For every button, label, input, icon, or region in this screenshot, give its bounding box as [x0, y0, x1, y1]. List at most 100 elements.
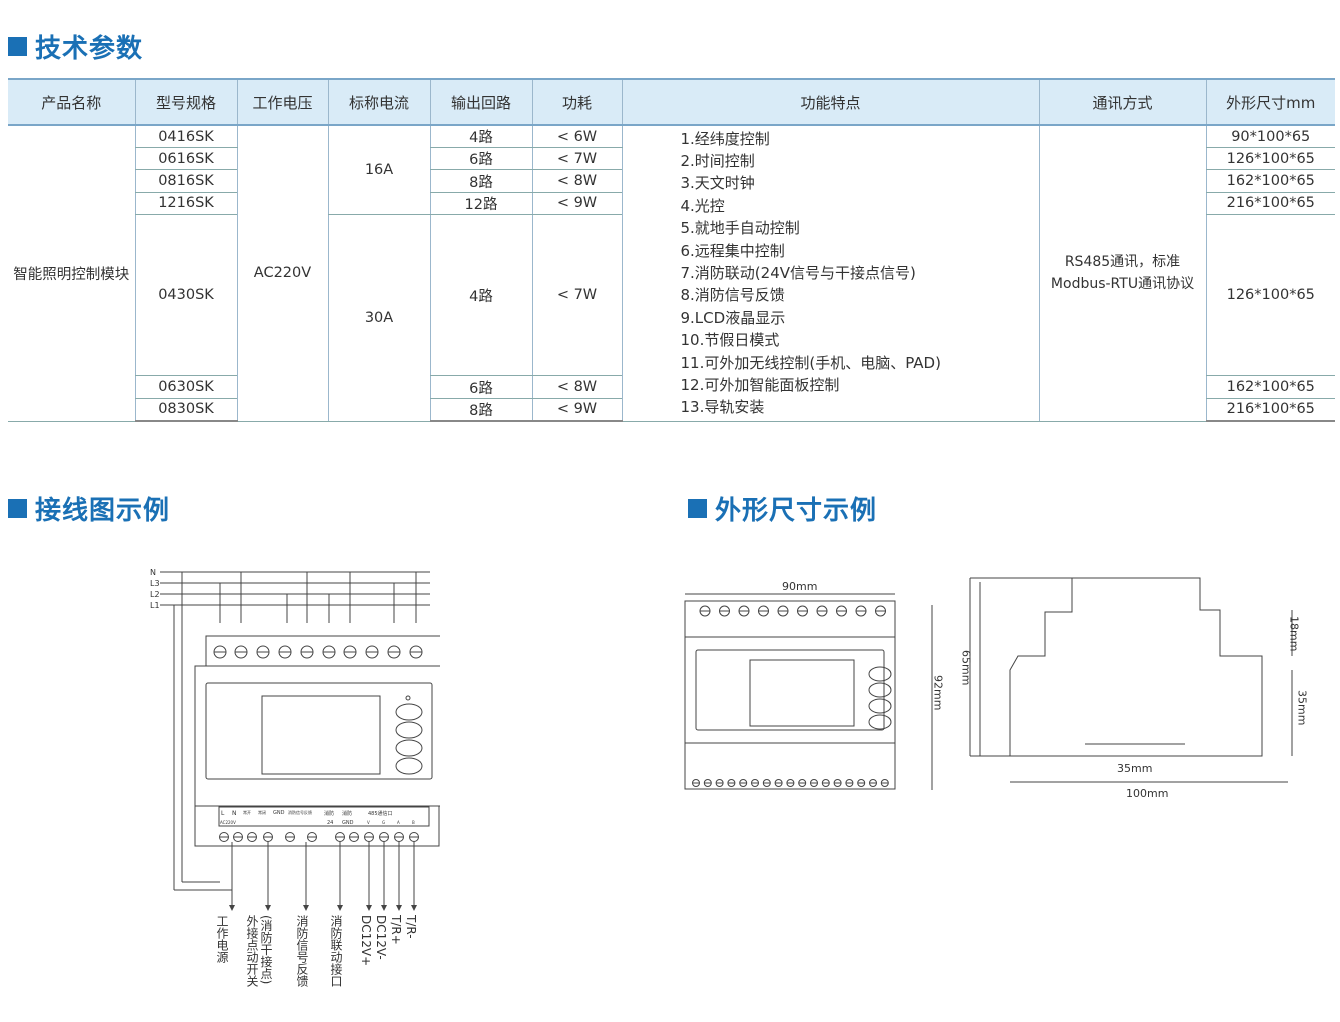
depth-label: 100mm	[1126, 787, 1168, 800]
wire-label: T/R+	[389, 914, 403, 945]
feature-item: 4.光控	[680, 196, 725, 215]
header-cell: 功耗	[531, 78, 622, 126]
size-cell: 216*100*65	[1205, 398, 1335, 422]
terminal-label: L	[221, 810, 225, 817]
terminal-label: GND	[273, 810, 285, 816]
bottom-terminals	[219, 832, 419, 842]
terminal-sub: AC220V	[220, 820, 236, 825]
spec-title-text: 技术参数	[35, 34, 144, 64]
terminal-sub: B	[412, 820, 415, 825]
outputs-cell: 4路	[429, 125, 532, 149]
rail-height-label: 35mm	[1296, 690, 1309, 725]
comm-line: Modbus-RTU通讯协议	[1050, 276, 1195, 293]
table-row: 0616SK 6路 < 7W 126*100*65	[8, 147, 1335, 171]
feature-item: 6.远程集中控制	[680, 241, 785, 260]
header-cell: 功能特点	[621, 78, 1039, 126]
size-cell: 126*100*65	[1205, 147, 1335, 171]
terminal-label: 485通信口	[368, 810, 393, 817]
outputs-cell: 6路	[429, 147, 532, 171]
current-cell: 16A	[327, 125, 430, 215]
table-row: 智能照明控制模块 0416SK AC220V 16A 4路 < 6W 1.经纬度…	[8, 125, 1335, 422]
wire-label: DC12V-	[374, 915, 388, 960]
power-cell: < 7W	[531, 214, 622, 377]
terminal-sub: A	[397, 820, 400, 825]
feature-item: 10.节假日模式	[680, 331, 780, 350]
height-front-label: 92mm	[932, 675, 945, 710]
current-cell: 30A	[327, 214, 430, 422]
feature-item: 3.天文时钟	[680, 174, 755, 193]
feature-item: 13.导轨安装	[680, 398, 765, 417]
feature-item: 5.就地手自动控制	[680, 219, 800, 238]
title-square-icon	[8, 499, 27, 518]
terminal-label: 消防	[342, 810, 352, 817]
power-cell: < 6W	[531, 125, 622, 149]
voltage-cell: AC220V	[236, 125, 328, 422]
terminal-sub: GND	[342, 820, 354, 826]
terminal-label: 常开	[243, 809, 251, 815]
title-square-icon	[8, 37, 27, 56]
width-front-label: 90mm	[782, 580, 817, 593]
bus-label-l3: L3	[150, 579, 160, 588]
model-cell: 0616SK	[134, 147, 237, 171]
header-cell: 通讯方式	[1038, 78, 1206, 126]
table-row: 1216SK 12路 < 9W 216*100*65	[8, 192, 1335, 215]
spec-section-title: 技术参数	[8, 28, 143, 65]
table-row: 0830SK 8路 < 9W 216*100*65	[8, 398, 1335, 422]
power-cell: < 9W	[531, 398, 622, 422]
terminal-label: 消防	[324, 810, 334, 817]
header-cell: 外形尺寸mm	[1205, 78, 1335, 126]
title-square-icon	[688, 499, 707, 518]
model-cell: 0816SK	[134, 169, 237, 193]
rail-width-label: 35mm	[1117, 762, 1152, 775]
header-cell: 产品名称	[8, 78, 135, 126]
dims-section-title: 外形尺寸示例	[688, 490, 877, 527]
model-cell: 0430SK	[134, 214, 237, 377]
wire-label: DC12V+	[359, 915, 373, 966]
comm-line: RS485通讯，标准	[1064, 254, 1181, 271]
power-cell: < 9W	[531, 192, 622, 215]
top-terminals	[213, 645, 423, 659]
header-cell: 输出回路	[429, 78, 532, 126]
wire-label: 外接点动开关	[245, 915, 259, 987]
wiring-title-text: 接线图示例	[35, 496, 171, 526]
power-cell: < 8W	[531, 375, 622, 399]
terminal-label: 消防信号反馈	[288, 809, 312, 815]
comm-cell: RS485通讯，标准 Modbus-RTU通讯协议	[1038, 125, 1206, 422]
dims-title-text: 外形尺寸示例	[715, 496, 878, 526]
outputs-cell: 8路	[429, 169, 532, 193]
table-row: 0816SK 8路 < 8W 162*100*65	[8, 169, 1335, 193]
model-cell: 0630SK	[134, 375, 237, 399]
terminal-sub: G	[382, 820, 385, 825]
height-side-label: 65mm	[960, 650, 973, 685]
terminal-sub: 24	[327, 820, 333, 826]
header-cell: 工作电压	[236, 78, 328, 126]
spec-table: 产品名称 型号规格 工作电压 标称电流 输出回路 功耗 功能特点 通讯方式 外形…	[8, 78, 1335, 422]
wiring-diagram: N L3 L2 L1 L N 常开 常闭 GND 消防信号反馈 消防 消防 48…	[150, 568, 440, 988]
terminal-label: 常闭	[258, 809, 266, 815]
terminal-sub: V	[367, 820, 370, 825]
model-cell: 0416SK	[134, 125, 237, 149]
outputs-cell: 6路	[429, 375, 532, 399]
feature-item: 9.LCD液晶显示	[680, 308, 786, 327]
feature-item: 7.消防联动(24V信号与干接点信号)	[680, 264, 916, 283]
power-cell: < 8W	[531, 169, 622, 193]
size-cell: 162*100*65	[1205, 169, 1335, 193]
wire-label: (消防干接点)	[259, 915, 273, 984]
header-cell: 型号规格	[134, 78, 237, 126]
size-cell: 162*100*65	[1205, 375, 1335, 399]
size-cell: 90*100*65	[1205, 125, 1335, 149]
outputs-cell: 12路	[429, 192, 532, 215]
model-cell: 1216SK	[134, 192, 237, 215]
terminal-label: N	[232, 810, 237, 817]
table-row: 0430SK 30A 4路 < 7W 126*100*65	[8, 214, 1335, 422]
table-row: 0630SK 6路 < 8W 162*100*65	[8, 375, 1335, 399]
power-cell: < 7W	[531, 147, 622, 171]
wire-label: 消防联动接口	[329, 915, 343, 987]
bus-label-l2: L2	[150, 590, 160, 599]
top-step-label: 18mm	[1288, 616, 1301, 651]
wiring-section-title: 接线图示例	[8, 490, 170, 527]
model-cell: 0830SK	[134, 398, 237, 422]
feature-item: 2.时间控制	[680, 152, 755, 171]
feature-item: 8.消防信号反馈	[680, 286, 785, 305]
bus-label-l1: L1	[150, 601, 160, 610]
